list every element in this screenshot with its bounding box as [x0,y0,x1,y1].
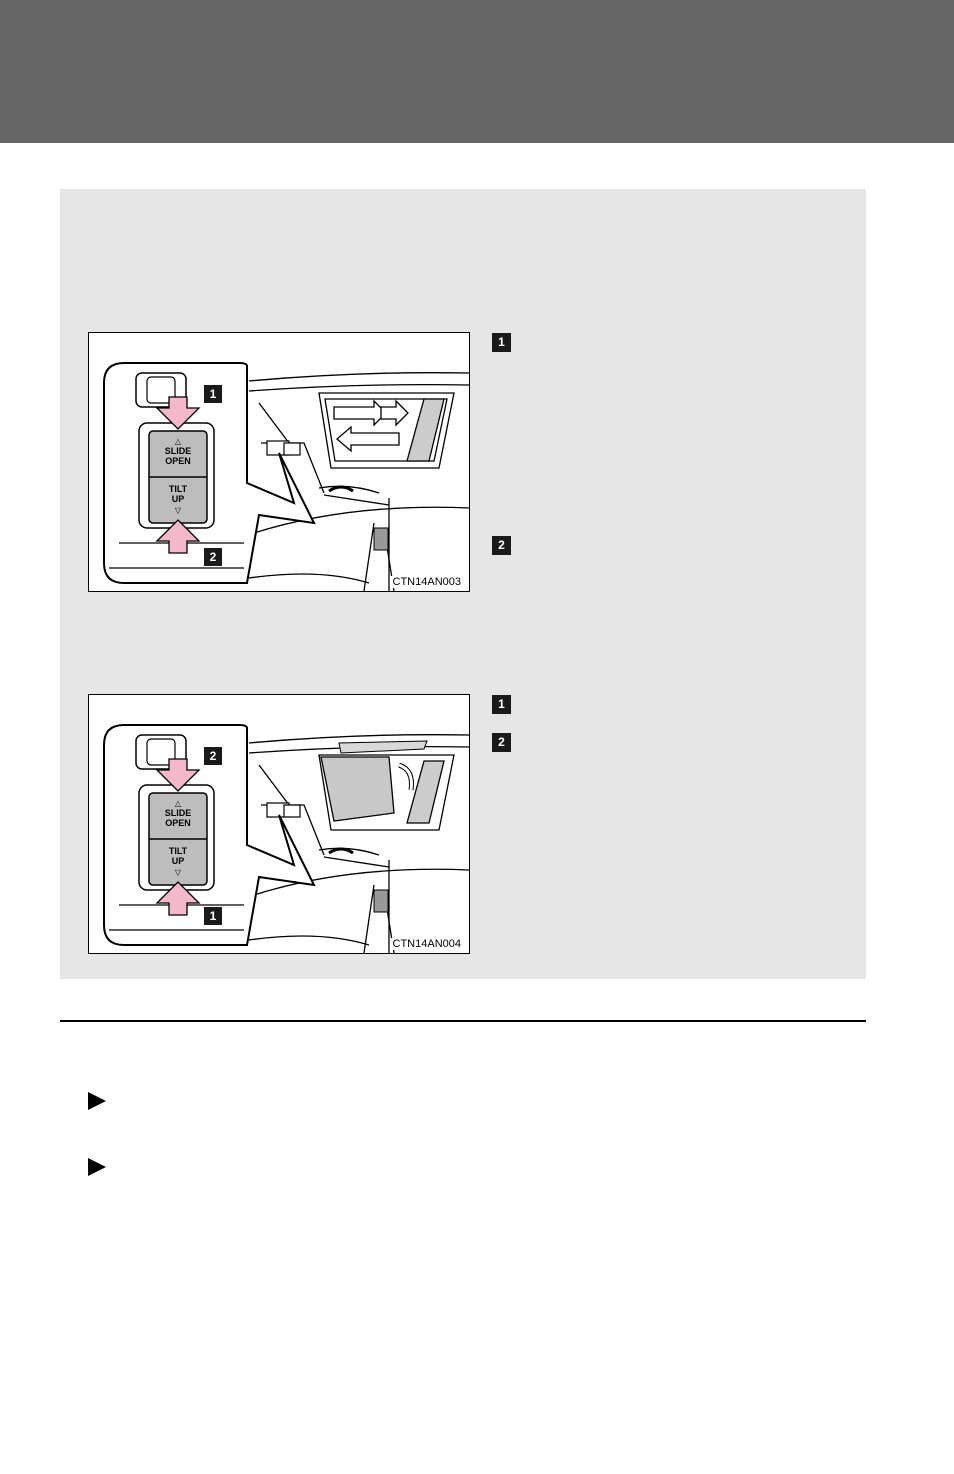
callout-badge-lower: 2 [204,548,222,566]
svg-text:△: △ [175,799,182,808]
slide-label-line1: SLIDE [165,446,192,456]
svg-text:TILT: TILT [169,846,188,856]
callout-badge-upper: 1 [204,385,222,403]
sunroof-switch-illustration: △ SLIDE OPEN TILT UP ▽ [103,362,469,591]
step-badge-2: 2 [492,536,511,555]
callout-badge-lower: 1 [204,907,222,925]
slide-label-line2: OPEN [165,456,191,466]
svg-text:▽: ▽ [175,868,182,877]
step-badge-1: 1 [492,333,511,352]
svg-text:△: △ [175,437,182,446]
figure-slide-operation: △ SLIDE OPEN TILT UP ▽ 1 2 CTN14AN003 [88,332,470,592]
svg-text:SLIDE: SLIDE [165,808,192,818]
right-triangle-bullet-icon [88,1092,106,1110]
figure-code: CTN14AN004 [390,938,463,950]
tilt-label-line2: UP [172,494,185,504]
section-divider [60,1020,866,1022]
svg-text:▽: ▽ [175,506,182,515]
step-badge-2: 2 [492,733,511,752]
figure-code: CTN14AN003 [390,576,463,588]
figure-tilt-operation: △ SLIDE OPEN TILT UP ▽ 2 1 CTN14AN004 [88,694,470,954]
svg-text:OPEN: OPEN [165,818,191,828]
tilt-label-line1: TILT [169,484,188,494]
header-bar [0,0,954,143]
right-triangle-bullet-icon [88,1158,106,1176]
sunroof-switch-illustration: △ SLIDE OPEN TILT UP ▽ [103,724,469,953]
callout-badge-upper: 2 [204,747,222,765]
step-badge-1: 1 [492,695,511,714]
svg-text:UP: UP [172,856,185,866]
